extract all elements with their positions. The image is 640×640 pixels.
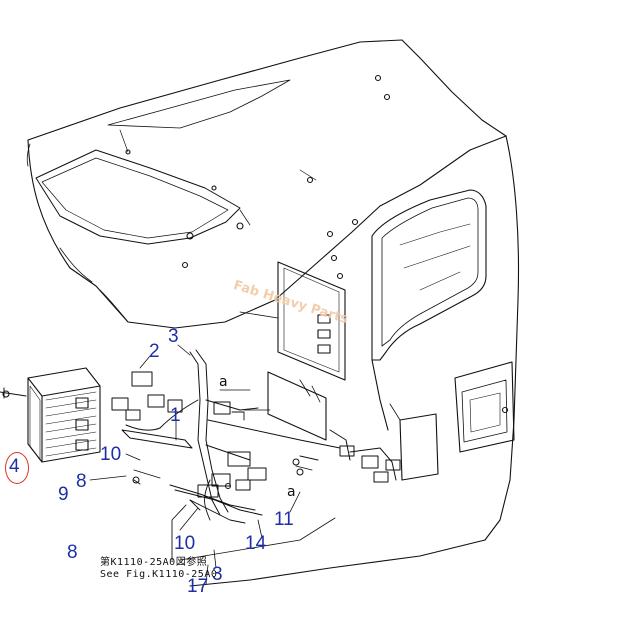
callout-9: 9 [58, 484, 69, 505]
callout-17: 17 [187, 576, 209, 597]
cab-roof [26, 39, 507, 329]
callout-10-lower: 10 [174, 533, 196, 554]
leader-lines [89, 311, 401, 585]
highlight-ring [5, 452, 29, 484]
figure-reference-en: See Fig.K1110-25A0 [100, 569, 218, 580]
marker-a-lower: a [287, 484, 296, 500]
callout-1: 1 [170, 405, 181, 426]
wiring-harness [111, 349, 401, 561]
marker-a-upper: a [219, 374, 228, 390]
callout-14: 14 [245, 533, 267, 554]
callout-8-lower: 8 [67, 542, 78, 563]
callout-3: 3 [168, 326, 179, 347]
callout-10-upper: 10 [100, 444, 122, 465]
callout-4: 4 [9, 456, 20, 477]
controller-box [0, 367, 101, 463]
callout-8-upper: 8 [76, 471, 87, 492]
cab-rear-wall [189, 135, 520, 587]
mounting-panel [267, 254, 346, 441]
callout-2: 2 [149, 341, 160, 362]
callout-11: 11 [274, 509, 294, 530]
reference-lines [179, 389, 336, 561]
figure-reference-jp: 第K1110-25A0図参照 [100, 557, 208, 568]
callout-13: 3 [212, 564, 223, 585]
